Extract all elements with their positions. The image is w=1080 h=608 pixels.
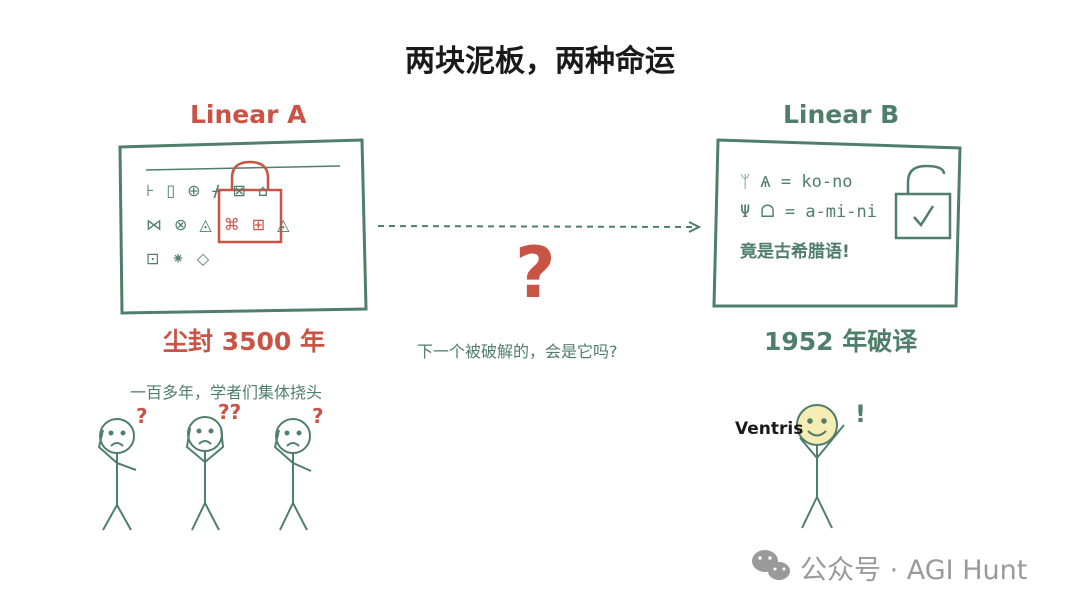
ventris-label: Ventris: [735, 419, 804, 439]
glyph-row-3: ⊡⁕◇: [146, 249, 222, 268]
middle-question-text: 下一个被破解的，会是它吗?: [417, 342, 618, 361]
wechat-icon: [752, 550, 790, 580]
exclaim-mark: !: [855, 400, 866, 428]
linear-b-caption: 1952 年破译: [764, 327, 918, 356]
question-mark-icon: ?: [515, 232, 556, 314]
scholars-note: 一百多年，学者们集体挠头: [130, 383, 323, 402]
glyph-row-1: ⊦▯⊕ᚋ⊠⌂: [146, 181, 281, 200]
tablet-line: [145, 165, 341, 171]
watermark-text: 公众号 · AGI Hunt: [800, 555, 1028, 586]
linear-b-heading: Linear B: [783, 100, 900, 129]
scholar-2: [185, 416, 225, 531]
scholar-1-mark: ?: [136, 404, 148, 428]
linear-a-caption: 尘封 3500 年: [163, 327, 325, 356]
unlocked-icon: [894, 164, 952, 240]
scholar-3: [273, 418, 312, 531]
scholar-2-mark: ??: [218, 400, 242, 424]
arrow-right: [377, 221, 702, 233]
scholar-1: [97, 418, 137, 531]
linear-b-tablet: [712, 138, 962, 308]
diagram-title: 两块泥板，两种命运: [405, 44, 675, 79]
lock-icon: [217, 160, 283, 244]
glyph-row-2: ⋈⊗◬⌘⊞◬: [146, 215, 302, 234]
linear-b-line-2: Ψ ᗝ = a-mi-ni: [740, 202, 877, 222]
ventris-figure: [796, 404, 845, 529]
linear-a-tablet: [118, 138, 368, 315]
linear-b-line-1: ᛘ Ѧ = ko-no: [740, 172, 853, 192]
linear-a-glyphs: ⊦▯⊕ᚋ⊠⌂ ⋈⊗◬⌘⊞◬ ⊡⁕◇: [146, 181, 301, 277]
scholar-3-mark: ?: [312, 404, 324, 428]
linear-b-conclusion: 竟是古希腊语!: [740, 242, 850, 262]
linear-a-heading: Linear A: [190, 100, 307, 129]
